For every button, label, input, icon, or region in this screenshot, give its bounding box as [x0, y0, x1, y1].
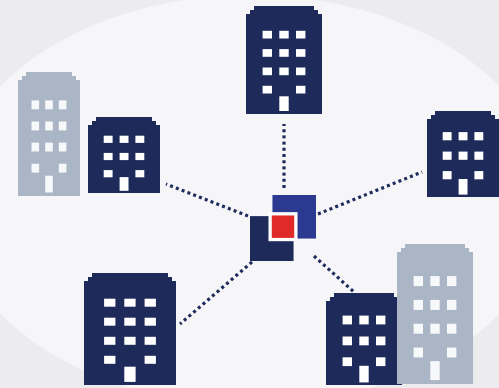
building-window: [413, 276, 423, 287]
building-door: [45, 175, 53, 193]
building-window: [135, 170, 145, 178]
building-window: [458, 151, 468, 160]
building-window: [104, 336, 116, 345]
building-window: [458, 132, 468, 141]
building-window: [442, 171, 452, 180]
connector-bottom-right: [312, 254, 356, 294]
building-window: [296, 85, 306, 94]
building-window: [413, 299, 423, 310]
connectors-group: [165, 124, 423, 326]
building-window: [447, 347, 457, 358]
building-window: [359, 315, 369, 325]
building-window: [430, 276, 440, 287]
building-bottom-left-icon: [84, 273, 176, 385]
building-window: [262, 85, 272, 94]
building-left-pale-icon: [18, 72, 80, 196]
building-window: [279, 49, 289, 57]
building-window: [31, 142, 40, 152]
building-door: [279, 96, 289, 111]
building-window: [359, 336, 369, 346]
building-window: [103, 135, 113, 143]
building-window: [430, 323, 440, 334]
building-door: [359, 365, 369, 383]
building-window: [119, 152, 129, 161]
building-window: [342, 336, 352, 346]
hub-red-square: [271, 215, 295, 238]
building-window: [442, 151, 452, 160]
building-window: [31, 163, 40, 173]
building-window: [144, 336, 156, 345]
building-window: [45, 142, 53, 152]
building-door: [119, 177, 129, 191]
building-window: [474, 171, 484, 180]
building-window: [279, 67, 289, 76]
building-window: [474, 151, 484, 160]
building-window: [124, 317, 136, 326]
building-window: [279, 30, 289, 39]
building-window: [119, 135, 129, 143]
building-window: [144, 355, 156, 364]
building-window: [135, 135, 145, 143]
building-window: [296, 49, 306, 57]
building-window: [104, 298, 116, 307]
building-window: [58, 142, 67, 152]
building-window: [144, 298, 156, 307]
building-window: [262, 30, 272, 39]
building-window: [103, 152, 113, 161]
building-window: [296, 30, 306, 39]
building-window: [447, 299, 457, 310]
building-window: [376, 357, 386, 367]
building-window: [413, 347, 423, 358]
building-bottom-right-pale-icon: [397, 244, 473, 384]
building-window: [58, 163, 67, 173]
building-door: [430, 361, 440, 381]
building-window: [104, 317, 116, 326]
building-window: [376, 315, 386, 325]
building-top-icon: [246, 6, 322, 114]
building-window: [144, 317, 156, 326]
building-window: [104, 355, 116, 364]
building-window: [342, 357, 352, 367]
building-window: [135, 152, 145, 161]
building-door: [458, 179, 468, 195]
building-window: [262, 67, 272, 76]
connector-left: [165, 182, 249, 218]
building-window: [430, 299, 440, 310]
building-window: [31, 100, 40, 110]
building-door: [124, 366, 136, 382]
building-window: [342, 315, 352, 325]
building-window: [45, 100, 53, 110]
central-logo-icon: [250, 195, 316, 261]
building-bottom-right-icon: [326, 293, 402, 385]
building-right-icon: [427, 111, 499, 197]
building-window: [447, 323, 457, 334]
building-window: [31, 121, 40, 131]
building-window: [124, 336, 136, 345]
building-window: [296, 67, 306, 76]
building-window: [58, 100, 67, 110]
building-window: [262, 49, 272, 57]
building-window: [474, 132, 484, 141]
building-left-icon: [88, 117, 160, 193]
building-window: [103, 170, 113, 178]
building-window: [442, 132, 452, 141]
building-window: [124, 298, 136, 307]
building-window: [376, 336, 386, 346]
connector-right: [317, 170, 423, 216]
building-window: [447, 276, 457, 287]
buildings-group: [18, 6, 499, 385]
building-window: [413, 323, 423, 334]
building-window: [58, 121, 67, 131]
building-window: [45, 121, 53, 131]
